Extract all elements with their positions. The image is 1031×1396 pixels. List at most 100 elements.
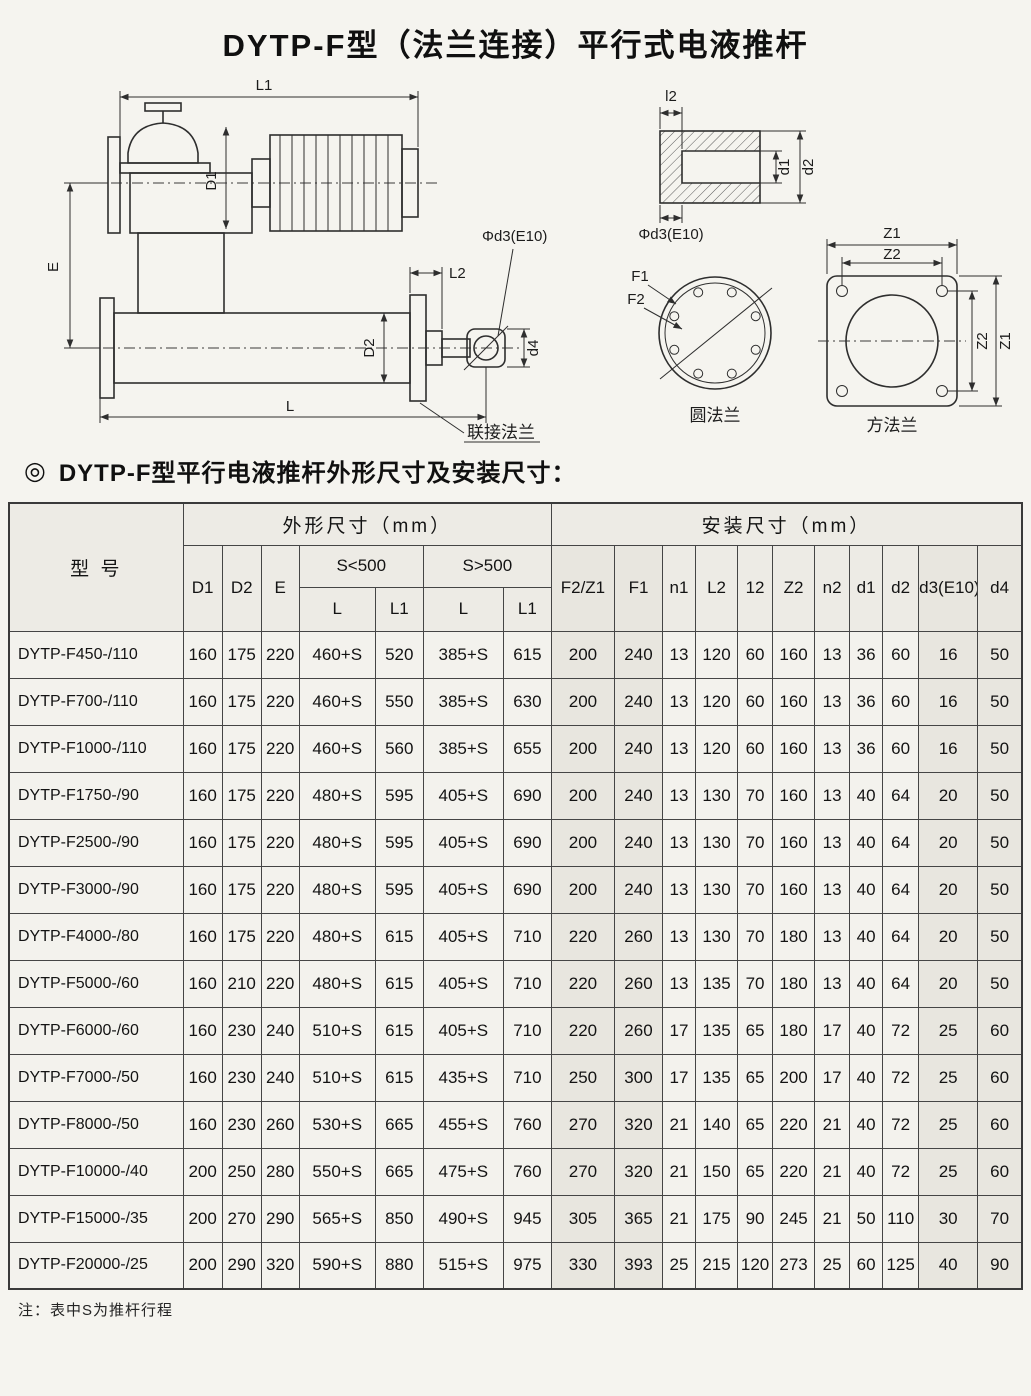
model-cell: DYTP-F20000-/25 — [8, 1241, 184, 1290]
value-cell: 25 — [814, 1241, 851, 1290]
bell-dome — [127, 122, 199, 164]
dim-d4: d4 — [507, 328, 542, 368]
value-cell: 405+S — [422, 865, 504, 914]
value-cell: 290 — [260, 1194, 300, 1243]
square-flange-drawing: Z1 Z2 Z2 — [818, 225, 1014, 435]
value-cell: 405+S — [422, 771, 504, 820]
value-cell: 405+S — [422, 912, 504, 961]
value-cell: 220 — [260, 771, 300, 820]
dome-flange — [119, 162, 211, 174]
value-cell: 180 — [772, 959, 816, 1008]
value-cell: 490+S — [422, 1194, 504, 1243]
value-cell: 270 — [550, 1147, 615, 1196]
value-cell: 50 — [977, 771, 1023, 820]
model-cell: DYTP-F5000-/60 — [8, 959, 184, 1008]
value-cell: 260 — [260, 1100, 300, 1149]
value-cell: 405+S — [422, 818, 504, 867]
value-cell: 13 — [814, 630, 851, 679]
col-header-d2: d2 — [882, 544, 920, 632]
value-cell: 220 — [260, 818, 300, 867]
connecting-body — [137, 232, 225, 314]
value-cell: 70 — [737, 818, 774, 867]
value-cell: 160 — [772, 677, 816, 726]
value-cell: 72 — [882, 1053, 920, 1102]
value-cell: 200 — [182, 1241, 223, 1290]
col-header-model: 型 号 — [8, 502, 184, 632]
value-cell: 690 — [502, 771, 552, 820]
value-cell: 160 — [182, 771, 223, 820]
col-group-install-dims: 安装尺寸（mm） — [550, 502, 1023, 546]
value-cell: 200 — [550, 677, 615, 726]
value-cell: 220 — [772, 1100, 816, 1149]
value-cell: 160 — [182, 630, 223, 679]
model-cell: DYTP-F700-/110 — [8, 677, 184, 726]
value-cell: 160 — [772, 630, 816, 679]
value-cell: 50 — [977, 912, 1023, 961]
value-cell: 36 — [849, 677, 884, 726]
value-cell: 270 — [550, 1100, 615, 1149]
piston-rod — [441, 338, 471, 358]
dim-Z1-top: Z1 — [826, 225, 958, 274]
technical-drawing: L1 D1 E Φd3(E10) — [12, 71, 1019, 449]
value-cell: 13 — [814, 677, 851, 726]
value-cell: 480+S — [298, 865, 376, 914]
dim-D2: D2 — [361, 313, 388, 383]
value-cell: 945 — [502, 1194, 552, 1243]
value-cell: 710 — [502, 959, 552, 1008]
value-cell: 240 — [613, 818, 664, 867]
value-cell: 60 — [882, 630, 920, 679]
value-cell: 21 — [814, 1100, 851, 1149]
value-cell: 480+S — [298, 959, 376, 1008]
value-cell: 130 — [695, 912, 739, 961]
value-cell: 40 — [849, 1006, 884, 1055]
value-cell: 130 — [695, 818, 739, 867]
value-cell: 220 — [260, 912, 300, 961]
value-cell: 220 — [260, 677, 300, 726]
model-cell: DYTP-F2500-/90 — [8, 818, 184, 867]
value-cell: 21 — [814, 1147, 851, 1196]
value-cell: 160 — [182, 912, 223, 961]
value-cell: 130 — [695, 771, 739, 820]
value-cell: 135 — [695, 959, 739, 1008]
dim-label-Z2-top: Z2 — [883, 246, 901, 263]
value-cell: 220 — [260, 865, 300, 914]
col-header-d1: d1 — [849, 544, 884, 632]
dim-phi-d3-main: Φd3(E10) — [482, 228, 547, 337]
col-group-outline-dims: 外形尺寸（mm） — [182, 502, 552, 546]
value-cell: 21 — [814, 1194, 851, 1243]
value-cell: 13 — [814, 724, 851, 773]
value-cell: 230 — [221, 1100, 262, 1149]
drawing-canvas: L1 D1 E Φd3(E10) — [45, 77, 1014, 443]
value-cell: 160 — [182, 959, 223, 1008]
value-cell: 13 — [814, 865, 851, 914]
value-cell: 220 — [260, 959, 300, 1008]
dim-L: L — [99, 367, 487, 423]
dim-Z1-side: Z1 — [959, 275, 1014, 407]
value-cell: 72 — [882, 1147, 920, 1196]
value-cell: 365 — [613, 1194, 664, 1243]
value-cell: 60 — [849, 1241, 884, 1290]
value-cell: 240 — [613, 630, 664, 679]
model-cell: DYTP-F15000-/35 — [8, 1194, 184, 1243]
round-flange-caption: 圆法兰 — [690, 406, 741, 425]
value-cell: 160 — [772, 724, 816, 773]
value-cell: 655 — [502, 724, 552, 773]
model-cell: DYTP-F6000-/60 — [8, 1006, 184, 1055]
value-cell: 710 — [502, 1053, 552, 1102]
value-cell: 21 — [661, 1194, 697, 1243]
value-cell: 665 — [374, 1147, 424, 1196]
value-cell: 220 — [550, 959, 615, 1008]
value-cell: 220 — [260, 630, 300, 679]
value-cell: 630 — [502, 677, 552, 726]
flange-section-drawing: l2 d1 d2 Φd3(E10) — [638, 88, 817, 243]
value-cell: 320 — [260, 1241, 300, 1290]
value-cell: 13 — [661, 912, 697, 961]
section-heading: ◎ DYTP-F型平行电液推杆外形尺寸及安装尺寸： — [24, 453, 1023, 488]
col-header-n1: n1 — [661, 544, 697, 632]
